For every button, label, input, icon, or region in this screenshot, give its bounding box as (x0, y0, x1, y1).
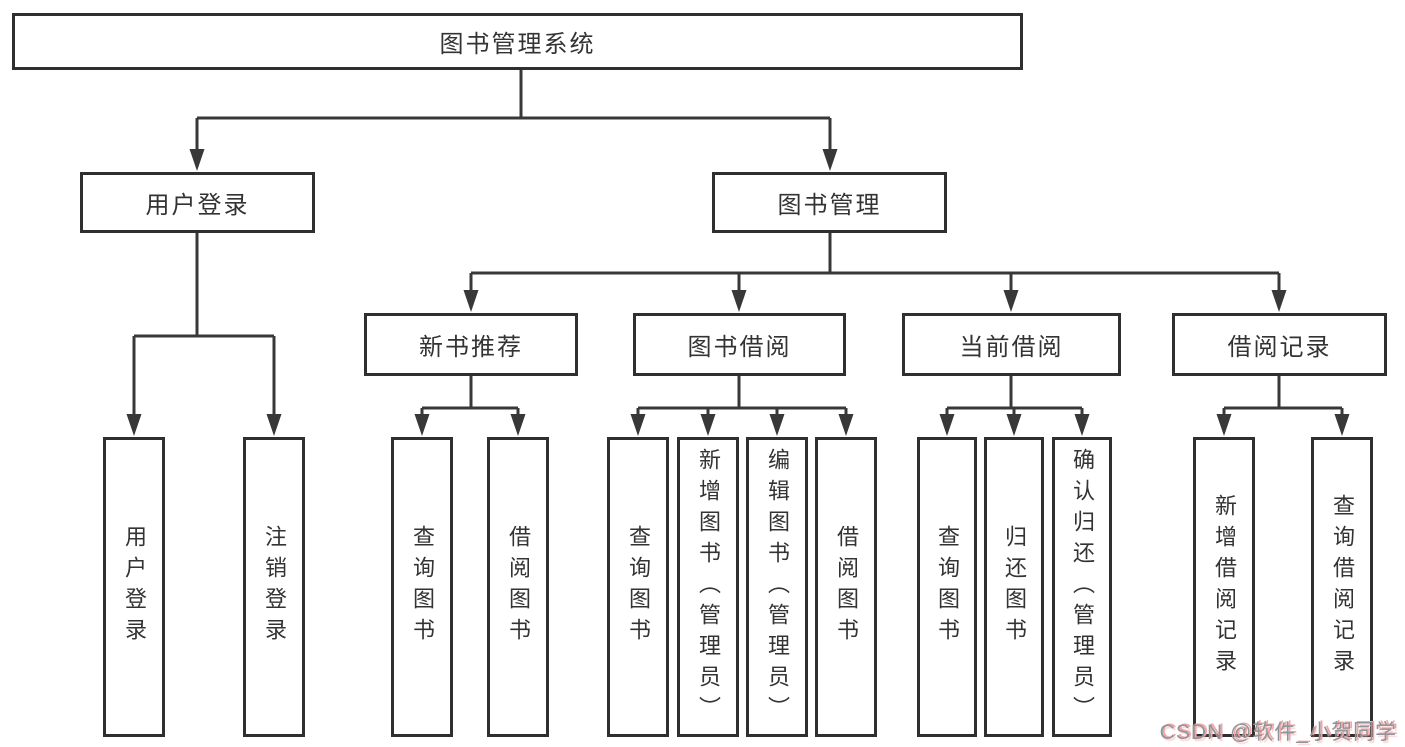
arrowhead-down-icon (630, 414, 646, 436)
node-book-borrowing: 图书借阅 (633, 313, 846, 376)
arrowhead-down-icon (838, 414, 854, 436)
arrowhead-down-icon (700, 414, 716, 436)
arrowhead-down-icon (463, 290, 479, 312)
node-user-login-leaf: 用户登录 (103, 437, 165, 737)
arrowhead-down-icon (1074, 414, 1090, 436)
arrowhead-down-icon (126, 414, 142, 436)
arrowhead-down-icon (822, 149, 838, 171)
node-confirm-return-admin: 确认归还（管理员） (1052, 437, 1112, 737)
node-query-books-borrowing: 查询图书 (607, 437, 669, 737)
node-query-books-recommend: 查询图书 (391, 437, 453, 737)
node-borrowing-records: 借阅记录 (1172, 313, 1387, 376)
arrowhead-down-icon (414, 414, 430, 436)
node-query-borrow-record: 查询借阅记录 (1311, 437, 1373, 737)
node-add-borrow-record: 新增借阅记录 (1193, 437, 1255, 737)
node-return-books: 归还图书 (984, 437, 1044, 737)
arrowhead-down-icon (1006, 414, 1022, 436)
node-library-system: 图书管理系统 (12, 13, 1023, 70)
arrowhead-down-icon (1334, 414, 1350, 436)
csdn-watermark: CSDN @软件_小贺同学 (1159, 721, 1397, 744)
arrowhead-down-icon (1003, 290, 1019, 312)
arrowhead-down-icon (939, 414, 955, 436)
node-new-book-recommend: 新书推荐 (364, 313, 578, 376)
arrowhead-down-icon (731, 290, 747, 312)
node-current-borrowing: 当前借阅 (902, 313, 1121, 376)
arrowhead-down-icon (769, 414, 785, 436)
node-logout-leaf: 注销登录 (243, 437, 305, 737)
arrowhead-down-icon (1216, 414, 1232, 436)
node-edit-books-admin: 编辑图书（管理员） (746, 437, 808, 737)
node-user-login: 用户登录 (80, 172, 315, 233)
arrowhead-down-icon (266, 414, 282, 436)
arrowhead-down-icon (189, 149, 205, 171)
arrowhead-down-icon (510, 414, 526, 436)
node-book-management: 图书管理 (712, 172, 947, 233)
node-borrow-books-leaf: 借阅图书 (815, 437, 877, 737)
node-borrow-books-recommend: 借阅图书 (487, 437, 549, 737)
node-query-books-current: 查询图书 (917, 437, 977, 737)
arrowhead-down-icon (1271, 290, 1287, 312)
node-add-books-admin: 新增图书（管理员） (677, 437, 739, 737)
